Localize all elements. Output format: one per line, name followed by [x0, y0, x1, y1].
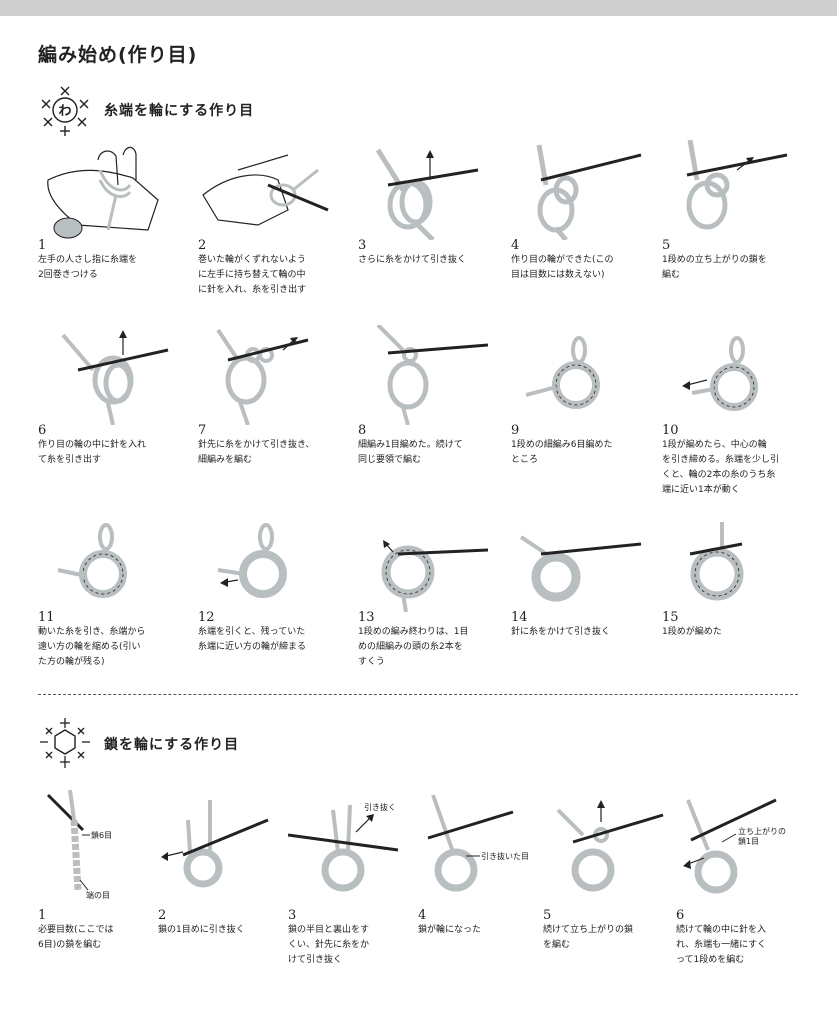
- step-illustration: [61, 330, 169, 425]
- label-pull-through: 引き抜く: [364, 802, 396, 812]
- label-line1: 立ち上がりの: [738, 826, 786, 836]
- step-caption: 1段めが編めた: [662, 627, 722, 637]
- section-divider: [38, 694, 798, 695]
- step-illustration: 立ち上がりの 鎖1目: [683, 798, 789, 894]
- step-caption: 作り目の輪の中に針を入れ て糸を引き出す: [38, 440, 147, 465]
- step-illustration: [217, 523, 287, 598]
- step-illustration: [161, 800, 269, 888]
- section2-heading-text: 鎖を輪にする作り目: [104, 737, 240, 753]
- step-number: 2: [158, 908, 167, 923]
- step-number: 3: [358, 238, 367, 253]
- step-caption: 糸端を引くと、残っていた 糸端に近い方の輪が締まる: [198, 627, 307, 652]
- step-number: 1: [38, 238, 47, 253]
- step-illustration: 鎖6目 端の目: [46, 790, 112, 900]
- page-title: 編み始め(作り目): [38, 44, 198, 66]
- label-end-stitch: 端の目: [86, 890, 110, 900]
- step-illustration: [57, 523, 127, 598]
- step-number: 13: [358, 610, 375, 625]
- step-caption: さらに糸をかけて引き抜く: [358, 255, 467, 265]
- step-caption: 1段が編めたら、中心の輪 を引き締める。糸端を少し引 くと、輪の2本の糸のうち糸…: [662, 440, 780, 495]
- step-illustration: 引き抜く: [288, 802, 399, 892]
- step-number: 1: [38, 908, 47, 923]
- step-caption: 細編み1目編めた。続けて 同じ要領で編む: [358, 440, 463, 465]
- step-number: 11: [38, 610, 55, 625]
- step-number: 2: [198, 238, 207, 253]
- step-caption: 針に糸をかけて引き抜く: [511, 627, 611, 637]
- step-illustration: [686, 140, 788, 230]
- step-number: 9: [511, 423, 520, 438]
- step-illustration: [47, 146, 159, 239]
- step-illustration: [536, 144, 642, 240]
- step-caption: 1段めの細編み6目編めた ところ: [511, 440, 613, 465]
- step-illustration: [375, 148, 479, 240]
- step-number: 8: [358, 423, 367, 438]
- step-illustration: [556, 800, 664, 892]
- label-turning-chain: 立ち上がりの 鎖1目: [738, 826, 789, 846]
- label-chain-6: 鎖6目: [91, 830, 112, 840]
- step-caption: 鎖の1目めに引き抜く: [158, 925, 245, 935]
- step-illustration: [381, 540, 489, 612]
- step-number: 5: [543, 908, 552, 923]
- step-number: 14: [511, 610, 528, 625]
- top-bar: [0, 0, 837, 16]
- step-illustration: [376, 325, 489, 425]
- step-caption: 動いた糸を引き、糸端から 遠い方の輪を縮める(引い た方の輪が残る): [38, 627, 146, 667]
- label-pulled-stitch: 引き抜いた目: [481, 851, 529, 861]
- step-illustration: [519, 535, 642, 602]
- step-number: 7: [198, 423, 207, 438]
- step-caption: 針先に糸をかけて引き抜き、 細編みを編む: [198, 440, 315, 465]
- step-caption: 1段めの立ち上がりの鎖を 編む: [662, 255, 767, 280]
- step-illustration: [682, 336, 758, 411]
- step-number: 4: [511, 238, 520, 253]
- step-caption: 鎖が輪になった: [418, 925, 482, 935]
- step-illustration: 引き抜いた目: [427, 794, 529, 892]
- step-illustration: [689, 522, 744, 601]
- magic-ring-symbol-icon: わ: [41, 86, 89, 136]
- step-caption: 左手の人さし指に糸端を 2回巻きつける: [38, 255, 138, 280]
- step-illustration: [202, 154, 329, 226]
- step-illustration: [216, 328, 309, 425]
- step-number: 6: [676, 908, 685, 923]
- step-caption: 作り目の輪ができた(この 目は目数には数えない): [511, 255, 614, 280]
- chain-ring-symbol-icon: [40, 718, 90, 768]
- step-number: 4: [418, 908, 427, 923]
- step-illustration: [525, 336, 600, 409]
- label-line2: 鎖1目: [738, 836, 759, 846]
- step-number: 15: [662, 610, 679, 625]
- symbol-text: わ: [58, 104, 71, 119]
- step-number: 3: [288, 908, 297, 923]
- step-number: 12: [198, 610, 215, 625]
- step-caption: 続けて輪の中に針を入 れ、糸端も一緒にすく って1段めを編む: [676, 925, 767, 965]
- step-caption: 1段めの編み終わりは、1目 めの細編みの頭の糸2本を すくう: [358, 627, 469, 667]
- section1-heading-text: 糸端を輪にする作り目: [104, 103, 255, 119]
- step-caption: 巻いた輪がくずれないよう に左手に持ち替えて輪の中 に針を入れ、糸を引き出す: [198, 255, 307, 295]
- step-number: 5: [662, 238, 671, 253]
- step-caption: 続けて立ち上がりの鎖 を編む: [543, 925, 634, 950]
- step-caption: 鎖の半目と裏山をす くい、針先に糸をか けて引き抜く: [288, 925, 370, 965]
- step-number: 10: [662, 423, 679, 438]
- step-caption: 必要目数(ここでは 6目)の鎖を編む: [38, 925, 114, 950]
- step-number: 6: [38, 423, 47, 438]
